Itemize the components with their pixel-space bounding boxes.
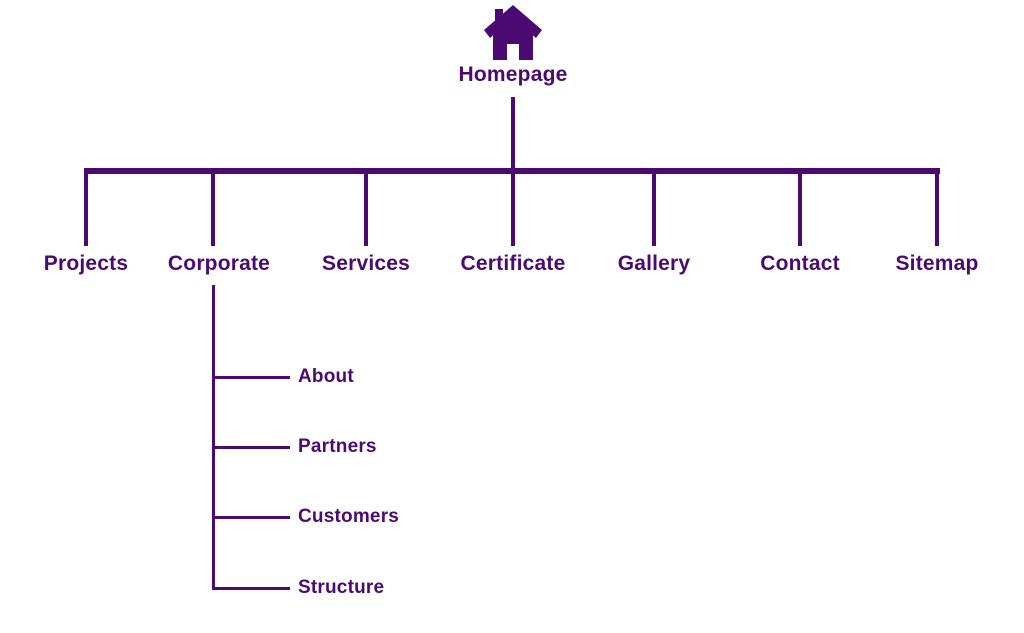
connector-bus-to-corporate xyxy=(211,168,215,246)
home-icon xyxy=(484,5,542,60)
node-certificate[interactable]: Certificate xyxy=(460,252,566,275)
node-about[interactable]: About xyxy=(298,366,354,387)
connector-bus-to-certificate xyxy=(511,168,515,246)
node-corporate[interactable]: Corporate xyxy=(167,252,271,275)
connector-corporate-trunk xyxy=(212,285,215,589)
node-gallery[interactable]: Gallery xyxy=(617,252,691,275)
connector-corporate-to-customers xyxy=(212,516,290,519)
node-homepage[interactable]: Homepage xyxy=(423,4,603,85)
connector-corporate-to-about xyxy=(212,376,290,379)
node-projects[interactable]: Projects xyxy=(43,252,129,275)
connector-bus-to-gallery xyxy=(652,168,656,246)
node-structure[interactable]: Structure xyxy=(298,577,385,598)
node-contact[interactable]: Contact xyxy=(760,252,840,275)
connector-corporate-to-structure xyxy=(212,587,290,590)
node-sitemap[interactable]: Sitemap xyxy=(895,252,979,275)
connector-bus-to-services xyxy=(364,168,368,246)
connector-bus-to-projects xyxy=(84,168,88,246)
connector-bus-to-sitemap xyxy=(935,168,939,246)
node-services[interactable]: Services xyxy=(321,252,411,275)
connector-bus-to-contact xyxy=(798,168,802,246)
node-partners[interactable]: Partners xyxy=(298,436,377,457)
connector-homepage-to-bus xyxy=(511,97,515,175)
connector-corporate-to-partners xyxy=(212,446,290,449)
node-customers[interactable]: Customers xyxy=(298,506,400,527)
node-homepage-label: Homepage xyxy=(458,63,568,86)
